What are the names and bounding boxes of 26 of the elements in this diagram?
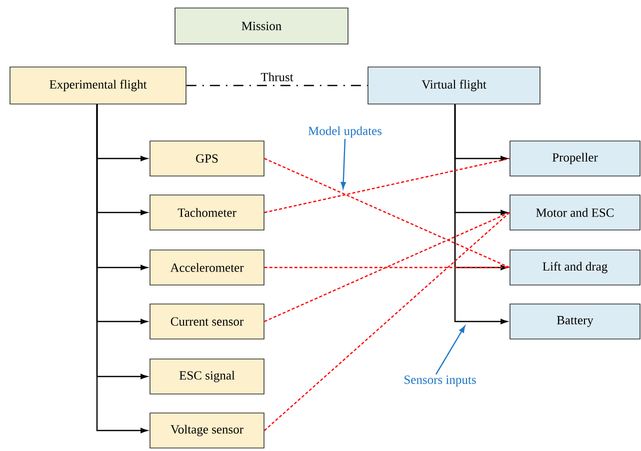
annotation-text: Sensors inputs <box>404 376 476 386</box>
process-box: GPS <box>150 140 264 176</box>
connector-line <box>264 158 510 214</box>
arrow <box>454 104 508 324</box>
process-box: Motor and ESC <box>510 194 640 230</box>
process-box: ESC signal <box>150 358 264 394</box>
process-box: Current sensor <box>150 304 264 340</box>
process-box: Lift and drag <box>510 250 640 286</box>
connector-line <box>264 266 510 268</box>
connector-line <box>264 212 510 431</box>
arrow <box>96 104 148 434</box>
process-box: Accelerometer <box>150 250 264 286</box>
process-box: Virtual flight <box>368 66 540 104</box>
edge-label: Thrust <box>260 72 294 82</box>
process-box: Battery <box>510 304 640 340</box>
leader-arrow <box>435 326 466 375</box>
connector-line <box>186 84 368 86</box>
connector-line <box>264 158 510 268</box>
process-box: Experimental flight <box>10 66 186 104</box>
process-box: Propeller <box>510 140 640 176</box>
leader-arrow <box>340 138 346 189</box>
process-box: Mission <box>174 8 348 44</box>
connector-line <box>264 212 510 322</box>
process-box: Voltage sensor <box>150 412 264 448</box>
annotation-text: Model updates <box>308 126 382 138</box>
process-box: Tachometer <box>150 194 264 230</box>
